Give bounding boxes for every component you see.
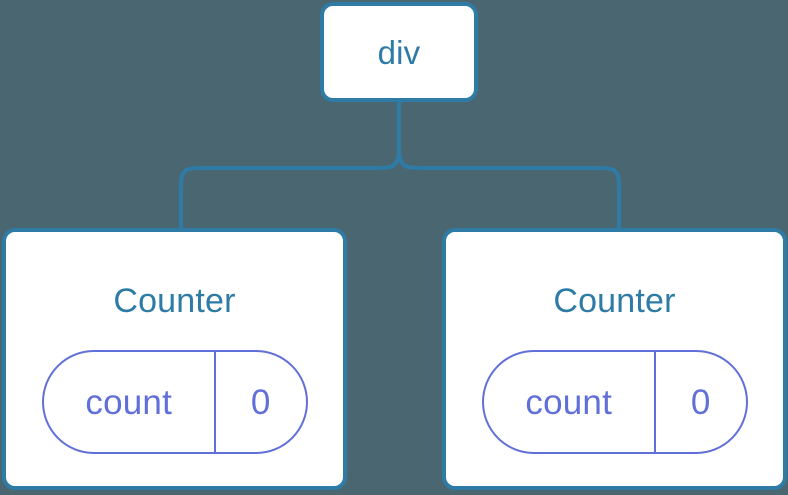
node-div-label: div bbox=[377, 33, 421, 71]
state-pill-counter-right[interactable]: count 0 bbox=[481, 350, 748, 454]
node-counter-left[interactable]: Counter count 0 bbox=[2, 228, 347, 490]
state-key-cell-right: count bbox=[484, 352, 656, 452]
state-value-cell-right: 0 bbox=[656, 352, 746, 452]
state-key-label-left: count bbox=[85, 382, 172, 422]
state-value-cell-left: 0 bbox=[216, 352, 306, 452]
state-pill-counter-left[interactable]: count 0 bbox=[41, 350, 308, 454]
node-counter-right[interactable]: Counter count 0 bbox=[442, 228, 787, 490]
connector-root-to-right-counter bbox=[397, 100, 621, 231]
state-key-cell-left: count bbox=[44, 352, 216, 452]
state-key-label-right: count bbox=[525, 382, 612, 422]
state-value-label-right: 0 bbox=[690, 382, 711, 422]
node-counter-right-label: Counter bbox=[553, 282, 676, 320]
connector-root-to-left-counter bbox=[179, 100, 401, 231]
node-counter-left-label: Counter bbox=[113, 282, 236, 320]
state-value-label-left: 0 bbox=[250, 382, 271, 422]
node-div[interactable]: div bbox=[320, 2, 478, 102]
